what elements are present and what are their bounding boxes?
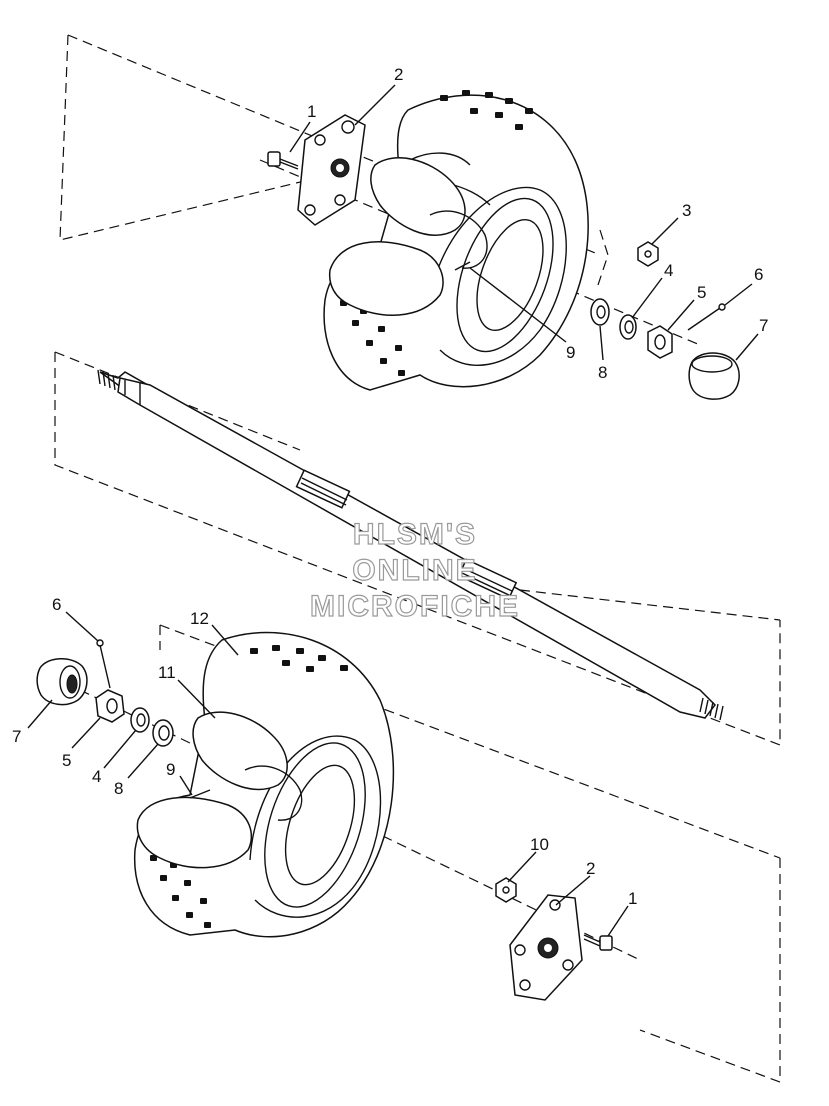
bottom-cotter-pin [96, 639, 111, 689]
callout-top-4: 4 [664, 261, 673, 280]
top-lock-washer [619, 314, 637, 340]
callout-bottom-4: 4 [92, 767, 101, 786]
callout-bottom-1: 1 [628, 889, 637, 908]
callout-top-7: 7 [759, 316, 768, 335]
top-dust-cap [688, 352, 740, 400]
top-wheel-assembly: 1 2 3 4 5 6 7 8 9 [259, 65, 768, 400]
callout-top-5: 5 [697, 283, 706, 302]
bottom-castle-nut [95, 689, 125, 723]
callout-top-1: 1 [307, 102, 316, 121]
callout-bottom-2: 2 [586, 859, 595, 878]
top-nut [637, 241, 659, 267]
bottom-lock-washer [130, 707, 150, 733]
callout-top-2: 2 [394, 65, 403, 84]
bottom-washer [152, 719, 174, 747]
callout-bottom-10: 10 [530, 835, 549, 854]
bottom-leaders [27, 611, 629, 937]
top-bolt [267, 151, 299, 170]
callout-top-8: 8 [598, 363, 607, 382]
top-washer [590, 298, 610, 326]
bottom-bolt [583, 934, 613, 951]
callout-top-3: 3 [682, 201, 691, 220]
top-rim-shell [328, 157, 488, 316]
top-hub [297, 114, 366, 226]
callout-top-6: 6 [754, 265, 763, 284]
callout-bottom-6: 6 [52, 595, 61, 614]
callout-top-9: 9 [566, 343, 575, 362]
top-tire [323, 90, 589, 391]
callout-bottom-9: 9 [166, 760, 175, 779]
top-castle-nut [647, 325, 673, 359]
watermark-line-1: HLSM'S [353, 518, 477, 551]
watermark-line-2: ONLINE [352, 554, 477, 587]
callout-bottom-8: 8 [114, 779, 123, 798]
top-stud [454, 261, 471, 271]
axle-spline-right [457, 558, 518, 600]
bottom-wheel-assembly: 6 7 5 4 8 12 11 9 10 2 1 [12, 595, 641, 1001]
callout-bottom-5: 5 [62, 751, 71, 770]
callout-bottom-7: 7 [12, 727, 21, 746]
rear-axle [97, 369, 724, 721]
callout-bottom-12: 12 [190, 609, 209, 628]
bottom-hub [509, 894, 583, 1001]
axle-thread-right [699, 697, 724, 721]
bottom-stud [189, 789, 211, 799]
bottom-dust-cap [36, 658, 88, 706]
watermark: HLSM'S ONLINE MICROFICHE [309, 517, 520, 623]
top-leaders [289, 84, 759, 361]
axle-thread-left [97, 369, 116, 391]
bottom-nut [495, 877, 517, 903]
callout-bottom-11: 11 [158, 663, 176, 682]
axle-spline-left [295, 469, 351, 509]
watermark-line-3: MICROFICHE [310, 590, 520, 623]
top-cotter-pin [687, 303, 726, 331]
bottom-rim-shell [136, 711, 303, 869]
